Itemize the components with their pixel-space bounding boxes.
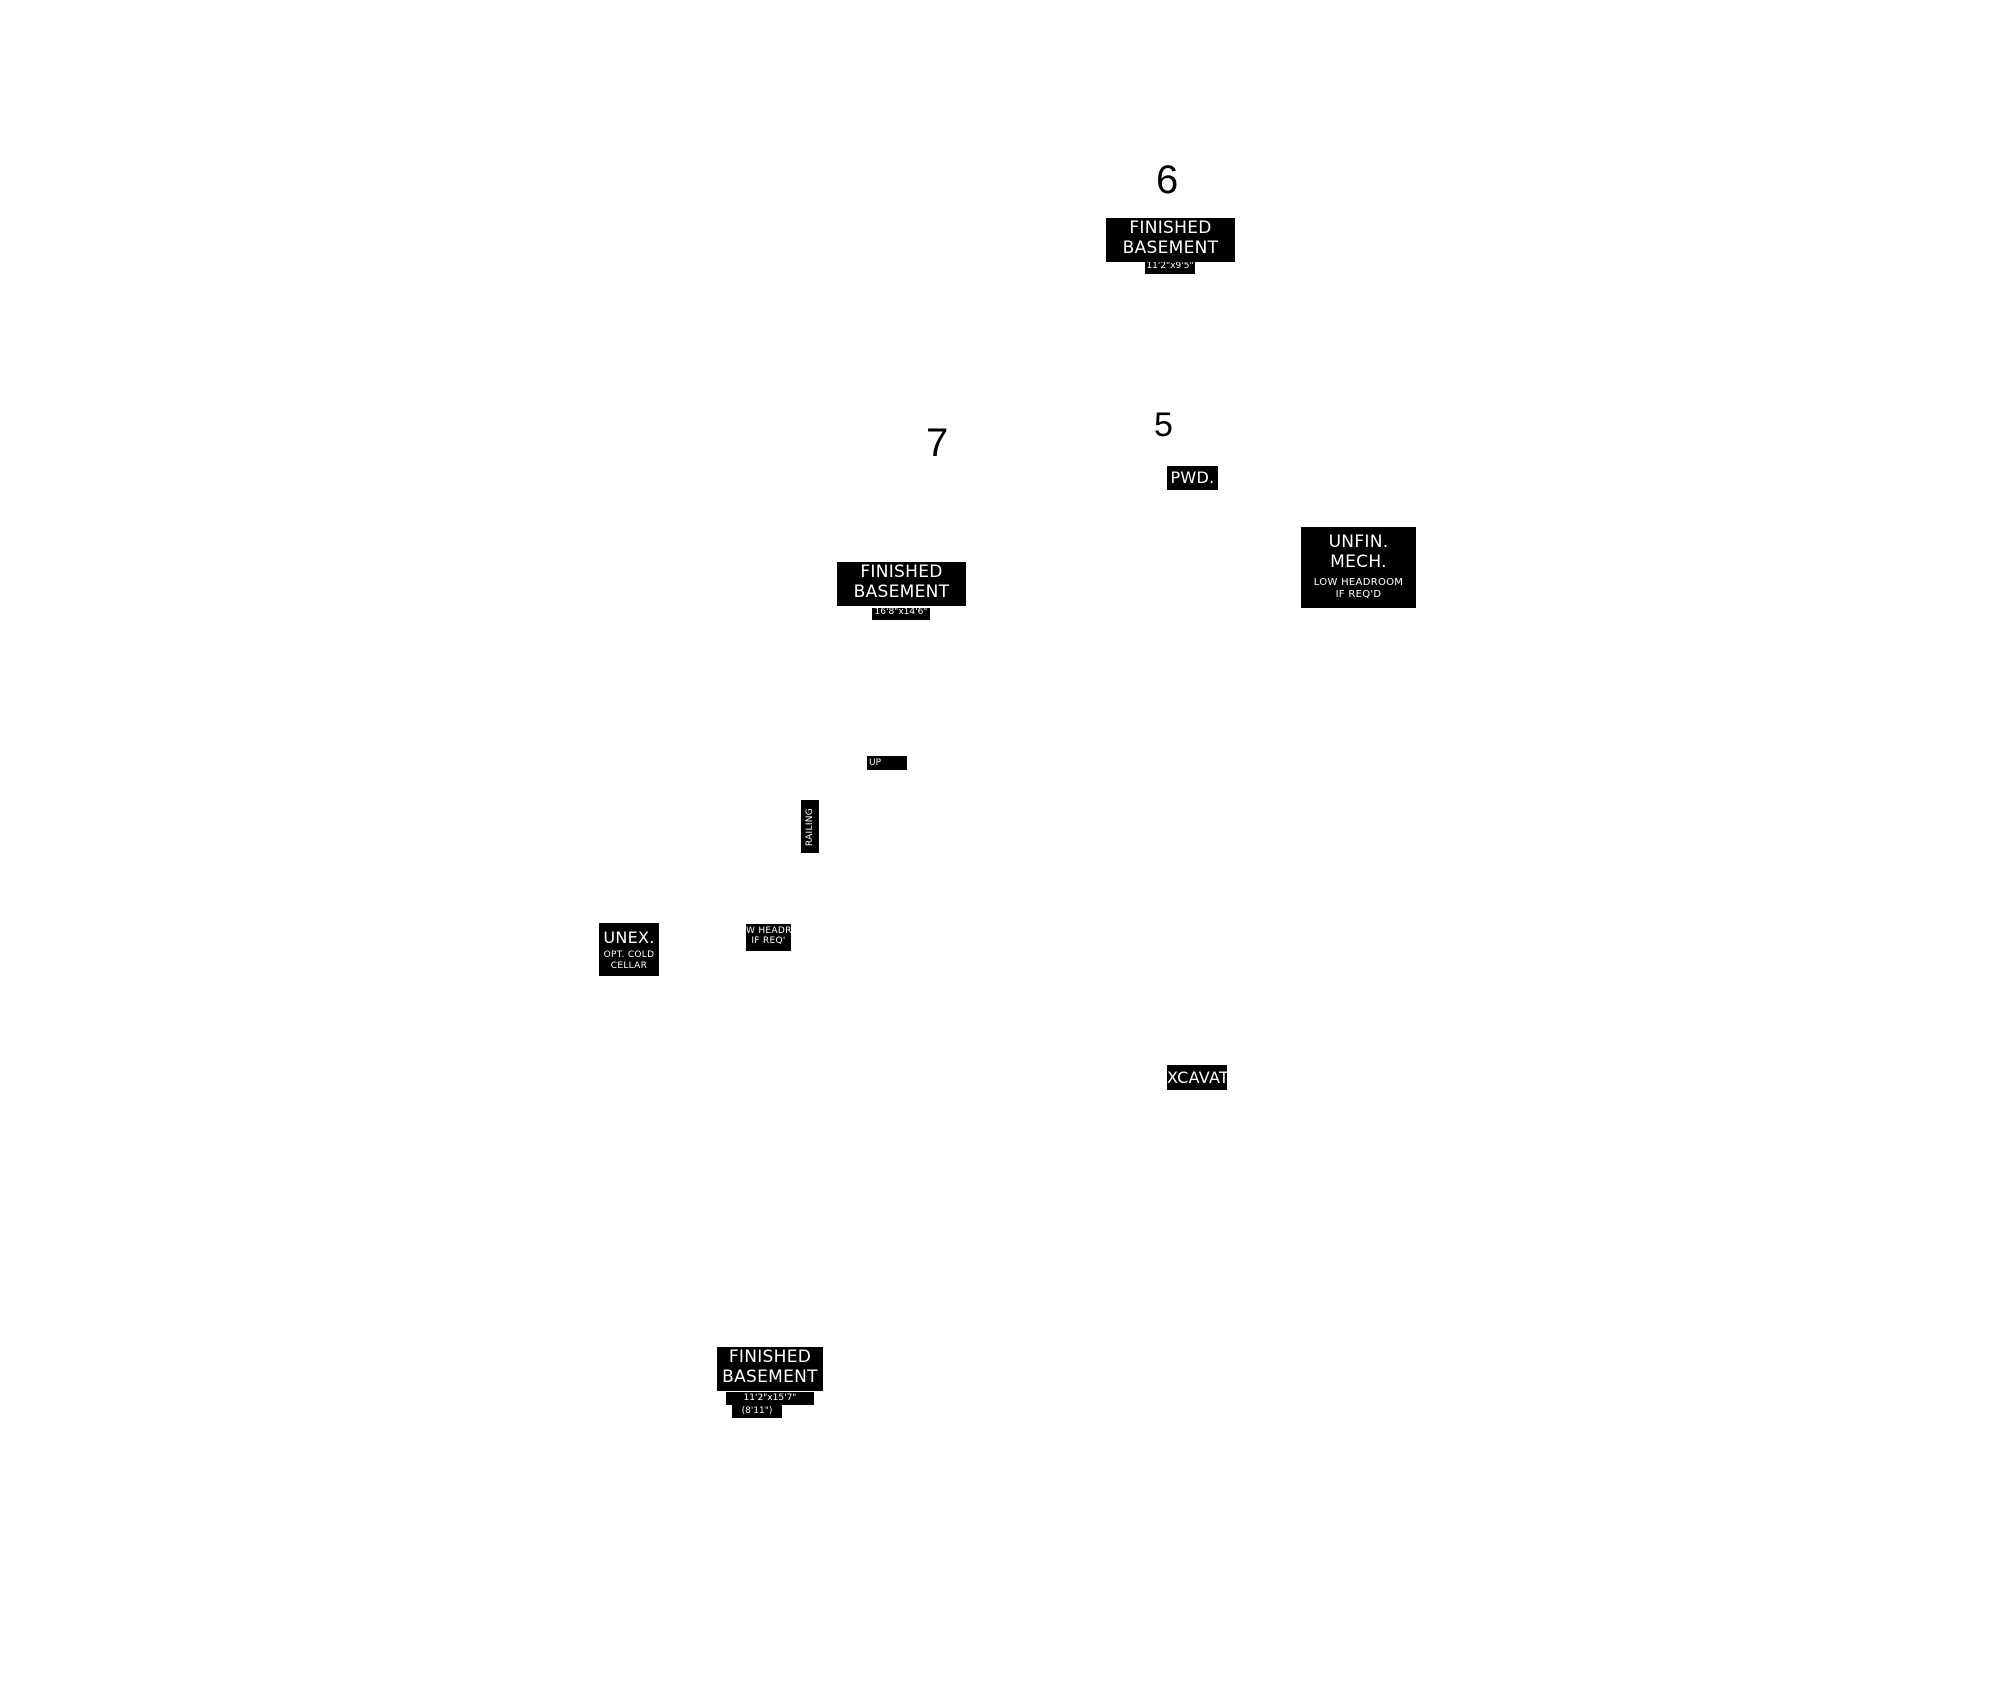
room-label-finished-basement-bottom: FINISHED BASEMENT [717,1347,823,1391]
room-label-sub-2: CELLAR [610,960,648,971]
room-label-line-2: BASEMENT [722,1366,818,1387]
room-label-sub-1: OPT. COLD [603,950,655,961]
room-label-sub-2: IF REQ'D [1335,588,1382,600]
room-label-line-2: BASEMENT [853,581,950,602]
low-headroom-line-1: W HEADR [746,926,791,936]
room-label-line-1: UNFIN. [1328,532,1389,552]
railing-text: RAILING [804,807,815,846]
railing-label: RAILING [801,800,819,853]
room-label-unexcavated-cellar: UNEX. OPT. COLD CELLAR [599,923,659,976]
room-label-line-1: FINISHED [860,562,943,582]
room-label-unfinished-mechanical: UNFIN. MECH. LOW HEADROOM IF REQ'D [1301,527,1416,608]
room-number-5: 5 [1154,406,1173,444]
room-label-finished-basement-middle: FINISHED BASEMENT [837,562,966,606]
room-label-line-1: FINISHED [1129,218,1212,238]
excavated-label: XCAVAT [1167,1065,1227,1090]
low-headroom-line-2: IF REQ' [751,936,786,947]
room-ceiling-height-bottom: (8'11") [732,1405,782,1418]
room-dimensions-top: 11'2"x9'5" [1145,262,1195,274]
low-headroom-label: W HEADR IF REQ' [746,924,791,951]
room-number-6: 6 [1156,158,1179,202]
room-number-7: 7 [926,421,949,465]
room-label-line-2: BASEMENT [1122,237,1219,258]
room-label-line-2: MECH. [1330,551,1387,572]
room-dimensions-bottom: 11'2"x15'7" [726,1392,814,1405]
room-label-line-1: UNEX. [603,928,655,947]
room-label-line-1: FINISHED [728,1347,812,1367]
room-dimensions-middle: 16'8"x14'6" [872,608,930,620]
room-label-powder: PWD. [1167,466,1218,490]
room-label-sub-1: LOW HEADROOM [1313,577,1404,589]
stair-up-label: UP [867,756,907,770]
room-label-finished-basement-top: FINISHED BASEMENT [1106,218,1235,262]
